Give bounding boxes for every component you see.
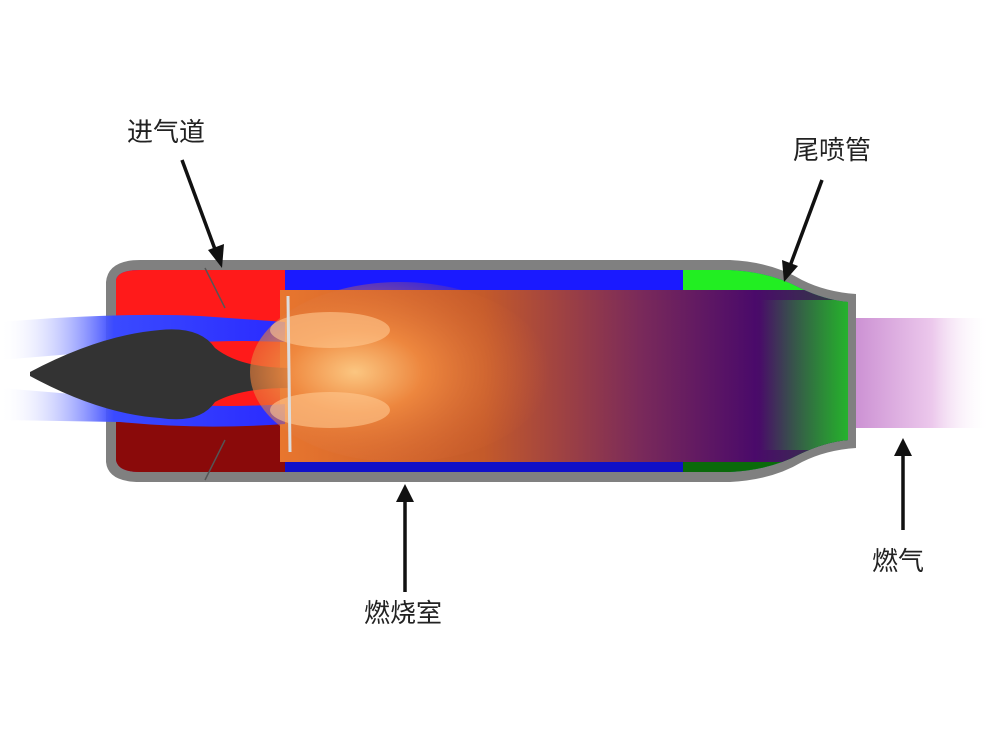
exhaust-label: 燃气: [872, 547, 924, 577]
exhaust-arrow: [894, 438, 912, 530]
fuel-injector: [286, 295, 292, 453]
combustor-label: 燃烧室: [364, 599, 442, 629]
flame: [250, 282, 550, 462]
nozzle-arrow: [782, 179, 824, 282]
center-spike: [30, 329, 290, 420]
exhaust-plume: [845, 318, 990, 428]
inlet-arrow: [180, 159, 224, 268]
inlet-label: 进气道: [127, 118, 205, 148]
combustor-arrow: [396, 484, 414, 592]
nozzle-label: 尾喷管: [793, 136, 871, 166]
